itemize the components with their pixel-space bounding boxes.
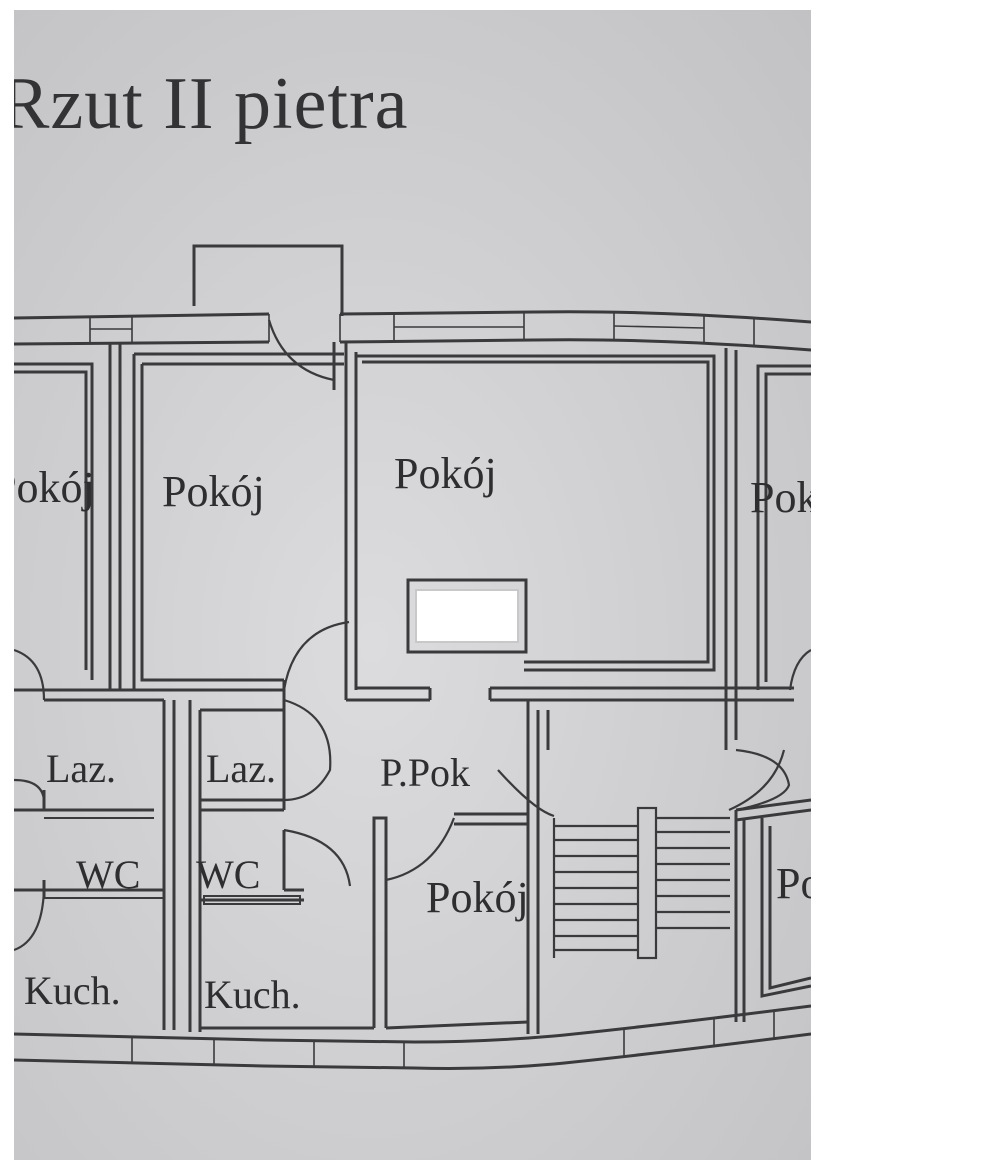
floor-plan-sheet: Rzut II pietra — [14, 10, 811, 1160]
room-pokoj-2 — [132, 319, 350, 810]
left-rooms — [14, 362, 184, 952]
staircase — [497, 700, 786, 1034]
floor-plan-drawing: Pokój Pokój Pokój Pok Laz. Laz. P.Pok WC… — [14, 244, 811, 1070]
room-label-laz-middle: Laz. — [206, 746, 276, 791]
room-label-wc-left: WC — [76, 852, 140, 897]
exterior-wall-bottom — [14, 1004, 811, 1070]
room-label-pokoj-small: Pokój — [426, 873, 529, 922]
room-label-kuch-left: Kuch. — [24, 968, 121, 1013]
plan-title: Rzut II pietra — [14, 63, 409, 145]
room-wet-block — [200, 698, 374, 1030]
room-label-kuch-middle: Kuch. — [204, 972, 301, 1017]
room-pokoj-small — [372, 812, 529, 1030]
room-pokoj-3 — [344, 342, 794, 702]
party-walls — [108, 344, 202, 1032]
room-label-pokoj-right: Pok — [750, 473, 811, 522]
room-labels: Pokój Pokój Pokój Pok Laz. Laz. P.Pok WC… — [14, 449, 811, 1017]
room-label-pokoj-3: Pokój — [394, 449, 497, 498]
room-label-pokoj-left: Pokój — [14, 463, 95, 512]
right-rooms — [724, 348, 811, 998]
room-label-laz-left: Laz. — [46, 746, 116, 791]
balcony — [192, 244, 344, 316]
exterior-wall-top — [14, 310, 811, 352]
room-label-pokoj-right-lower: Po — [776, 859, 811, 908]
room-label-ppok: P.Pok — [380, 750, 470, 795]
chimney — [406, 578, 528, 654]
room-label-pokoj-2: Pokój — [162, 467, 265, 516]
room-label-wc-middle: WC — [196, 852, 260, 897]
